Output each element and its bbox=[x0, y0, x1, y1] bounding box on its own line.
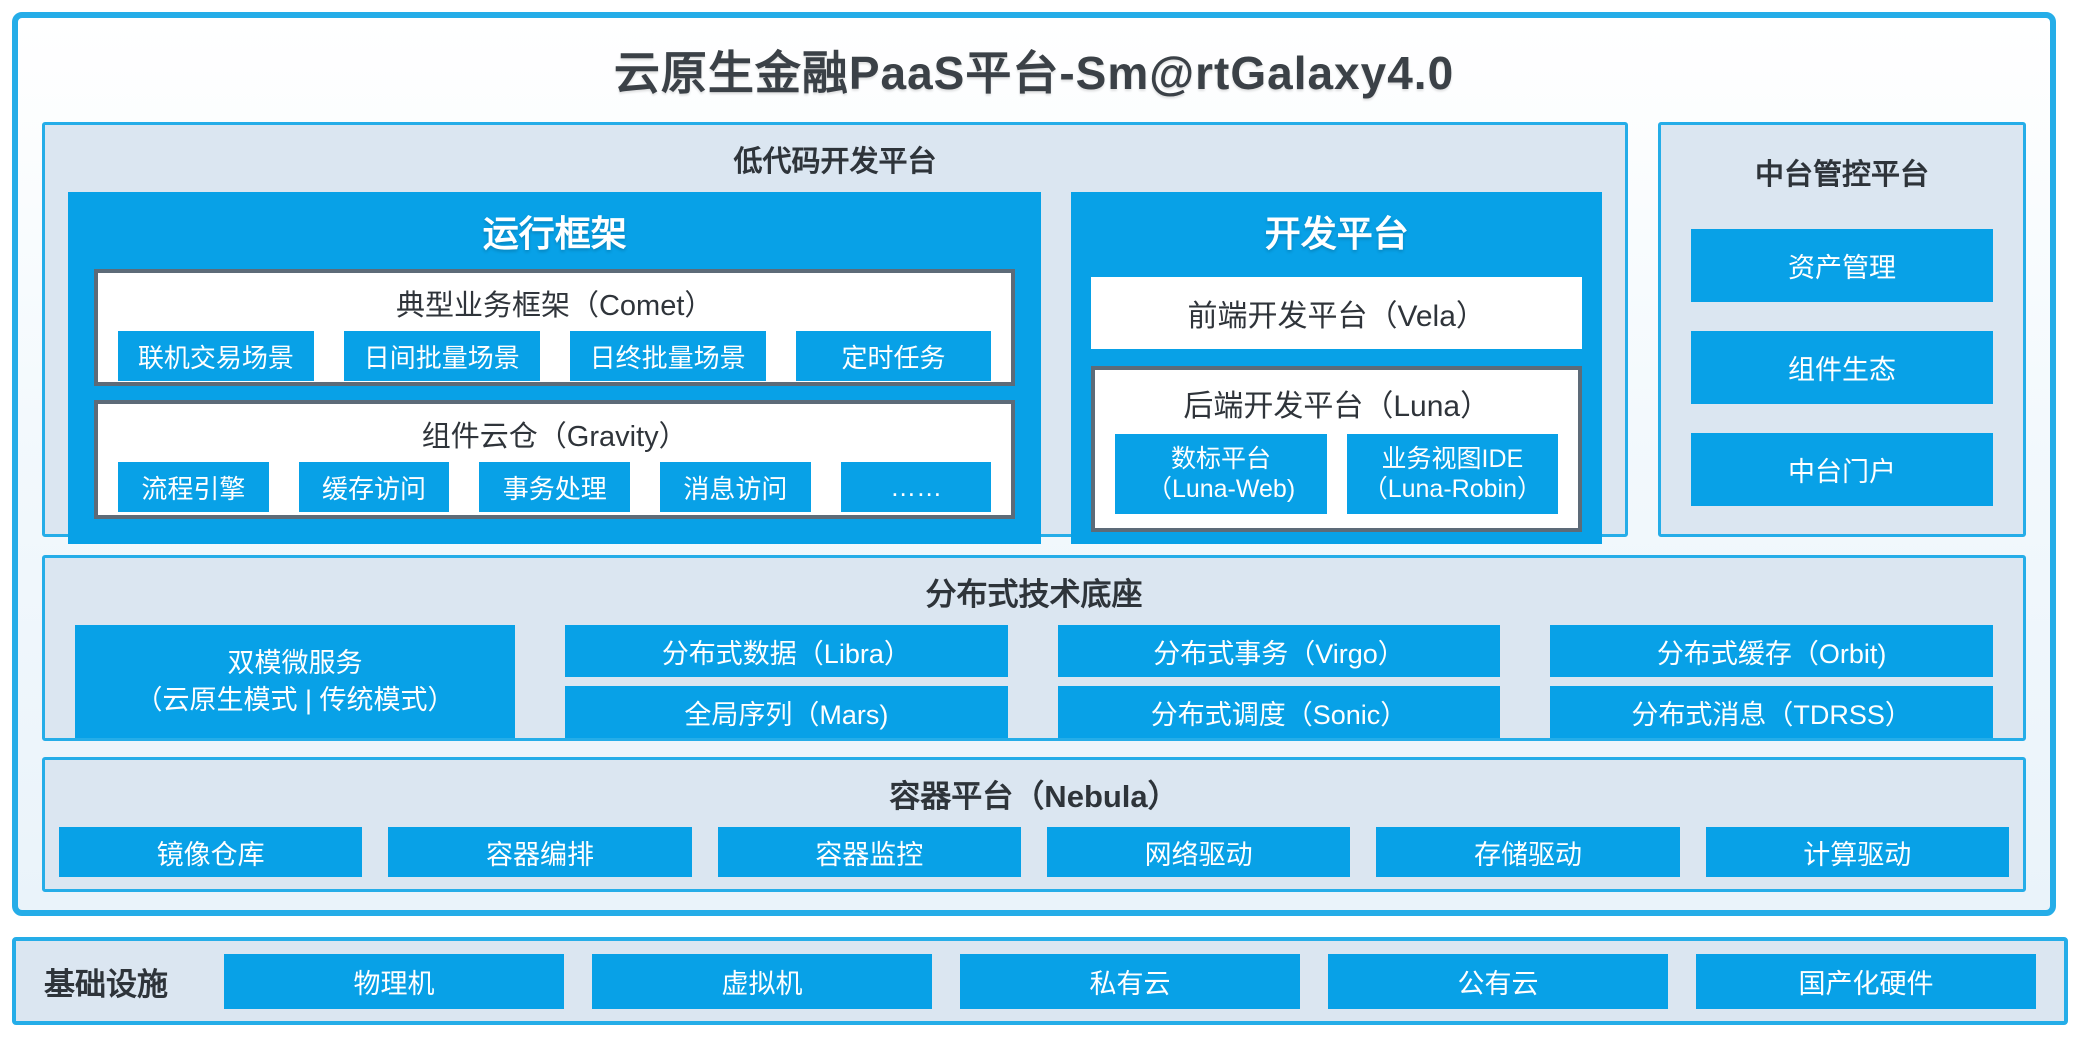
comet-item-online-trading: 联机交易场景 bbox=[118, 331, 314, 381]
runtime-framework-title: 运行框架 bbox=[482, 213, 627, 254]
midplatform-title: 中台管控平台 bbox=[1754, 159, 1929, 191]
luna-items: 数标平台 （Luna-Web) 业务视图IDE （Luna-Robin） bbox=[1095, 434, 1578, 528]
runtime-framework-block: 运行框架 典型业务框架（Comet） 联机交易场景 日间批量场景 日终批量场景 … bbox=[68, 192, 1042, 544]
page-title: 云原生金融PaaS平台-Sm@rtGalaxy4.0 bbox=[613, 47, 1455, 99]
midplatform-items: 资产管理 组件生态 中台门户 bbox=[1691, 229, 1993, 506]
infra-item-virtual-machine: 虚拟机 bbox=[592, 953, 932, 1009]
comet-item-scheduled-task: 定时任务 bbox=[795, 331, 992, 381]
luna-box-title: 后端开发平台（Luna） bbox=[1183, 390, 1491, 423]
container-item-orchestration: 容器编排 bbox=[388, 827, 692, 877]
gravity-items: 流程引擎 缓存访问 事务处理 消息访问 …… bbox=[98, 462, 1011, 526]
distributed-col-3: 分布式缓存（Orbit) 分布式消息（TDRSS） bbox=[1550, 625, 1994, 738]
distributed-col-1: 分布式数据（Libra） 全局序列（Mars) bbox=[565, 625, 1008, 738]
comet-item-daytime-batch: 日间批量场景 bbox=[343, 331, 540, 381]
distributed-transaction-virgo: 分布式事务（Virgo） bbox=[1057, 625, 1501, 677]
infrastructure-strip: 基础设施 物理机 虚拟机 私有云 公有云 国产化硬件 bbox=[12, 937, 2068, 1025]
gravity-item-process-engine: 流程引擎 bbox=[118, 462, 269, 512]
luna-item-data-platform: 数标平台 （Luna-Web) bbox=[1115, 434, 1327, 514]
dev-platform-block: 开发平台 前端开发平台（Vela） 后端开发平台（Luna） 数标平台 （Lun… bbox=[1071, 192, 1602, 544]
distributed-message-tdrss: 分布式消息（TDRSS） bbox=[1550, 686, 1994, 738]
infra-item-domestic-hardware: 国产化硬件 bbox=[1696, 953, 2036, 1009]
luna-item-business-view-ide-line1: 业务视图IDE bbox=[1381, 445, 1524, 473]
distributed-col-2: 分布式事务（Virgo） 分布式调度（Sonic） bbox=[1057, 625, 1501, 738]
dual-mode-line1: 双模微服务 bbox=[227, 648, 363, 679]
global-sequence-mars: 全局序列（Mars) bbox=[565, 686, 1008, 738]
container-platform-items: 镜像仓库 容器编排 容器监控 网络驱动 存储驱动 计算驱动 bbox=[45, 827, 2023, 891]
comet-box: 典型业务框架（Comet） 联机交易场景 日间批量场景 日终批量场景 定时任务 bbox=[94, 269, 1016, 386]
vela-box: 前端开发平台（Vela） bbox=[1091, 277, 1582, 349]
container-item-image-registry: 镜像仓库 bbox=[59, 827, 363, 877]
distributed-base-panel: 分布式技术底座 双模微服务 （云原生模式 | 传统模式） 分布式数据（Libra… bbox=[42, 555, 2026, 741]
gravity-box: 组件云仓（Gravity） 流程引擎 缓存访问 事务处理 消息访问 …… bbox=[94, 400, 1016, 519]
midplatform-item-portal: 中台门户 bbox=[1691, 433, 1993, 506]
top-row: 低代码开发平台 运行框架 典型业务框架（Comet） 联机交易场景 日间批量场景… bbox=[42, 122, 2026, 544]
dual-mode-line2: （云原生模式 | 传统模式） bbox=[135, 684, 455, 715]
infra-item-public-cloud: 公有云 bbox=[1328, 953, 1668, 1009]
midplatform-item-asset-management: 资产管理 bbox=[1691, 229, 1993, 302]
container-item-monitoring: 容器监控 bbox=[717, 827, 1021, 877]
comet-box-title: 典型业务框架（Comet） bbox=[395, 290, 714, 322]
dual-mode-microservice: 双模微服务 （云原生模式 | 传统模式） bbox=[75, 625, 515, 738]
luna-item-data-platform-line1: 数标平台 bbox=[1171, 445, 1272, 473]
distributed-data-libra: 分布式数据（Libra） bbox=[565, 625, 1008, 677]
infra-item-private-cloud: 私有云 bbox=[960, 953, 1300, 1009]
luna-item-business-view-ide-line2: （Luna-Robin） bbox=[1362, 475, 1542, 503]
infrastructure-items: 物理机 虚拟机 私有云 公有云 国产化硬件 bbox=[224, 953, 2036, 1009]
container-item-network-driver: 网络驱动 bbox=[1046, 827, 1351, 877]
container-item-storage-driver: 存储驱动 bbox=[1376, 827, 1680, 877]
gravity-item-more: …… bbox=[840, 462, 992, 512]
luna-item-data-platform-line2: （Luna-Web) bbox=[1146, 475, 1296, 503]
container-platform-title: 容器平台（Nebula） bbox=[889, 779, 1179, 814]
comet-item-eod-batch: 日终批量场景 bbox=[569, 331, 766, 381]
low-code-panel: 低代码开发平台 运行框架 典型业务框架（Comet） 联机交易场景 日间批量场景… bbox=[42, 122, 1628, 544]
distributed-scheduling-sonic: 分布式调度（Sonic） bbox=[1057, 686, 1501, 738]
gravity-item-message-access: 消息访问 bbox=[660, 462, 811, 512]
luna-box: 后端开发平台（Luna） 数标平台 （Luna-Web) 业务视图IDE （Lu… bbox=[1091, 366, 1582, 532]
luna-item-business-view-ide: 业务视图IDE （Luna-Robin） bbox=[1346, 434, 1558, 514]
infrastructure-title: 基础设施 bbox=[44, 966, 168, 1002]
infra-item-physical-machine: 物理机 bbox=[224, 953, 564, 1009]
gravity-item-cache-access: 缓存访问 bbox=[298, 462, 450, 512]
container-item-compute-driver: 计算驱动 bbox=[1705, 827, 2009, 877]
comet-items: 联机交易场景 日间批量场景 日终批量场景 定时任务 bbox=[98, 331, 1011, 395]
main-frame: 云原生金融PaaS平台-Sm@rtGalaxy4.0 低代码开发平台 运行框架 … bbox=[12, 12, 2056, 916]
container-platform-panel: 容器平台（Nebula） 镜像仓库 容器编排 容器监控 网络驱动 存储驱动 计算… bbox=[42, 757, 2026, 892]
low-code-blocks: 运行框架 典型业务框架（Comet） 联机交易场景 日间批量场景 日终批量场景 … bbox=[45, 192, 1625, 570]
distributed-base-title: 分布式技术底座 bbox=[925, 577, 1143, 612]
distributed-cache-orbit: 分布式缓存（Orbit) bbox=[1550, 625, 1994, 677]
distributed-base-body: 双模微服务 （云原生模式 | 传统模式） 分布式数据（Libra） 全局序列（M… bbox=[45, 625, 2023, 752]
midplatform-item-component-ecosystem: 组件生态 bbox=[1691, 331, 1993, 404]
low-code-panel-title: 低代码开发平台 bbox=[733, 146, 937, 178]
gravity-box-title: 组件云仓（Gravity） bbox=[421, 421, 688, 453]
dev-platform-title: 开发平台 bbox=[1264, 213, 1409, 254]
midplatform-panel: 中台管控平台 资产管理 组件生态 中台门户 bbox=[1658, 122, 2026, 537]
gravity-item-transaction: 事务处理 bbox=[479, 462, 631, 512]
